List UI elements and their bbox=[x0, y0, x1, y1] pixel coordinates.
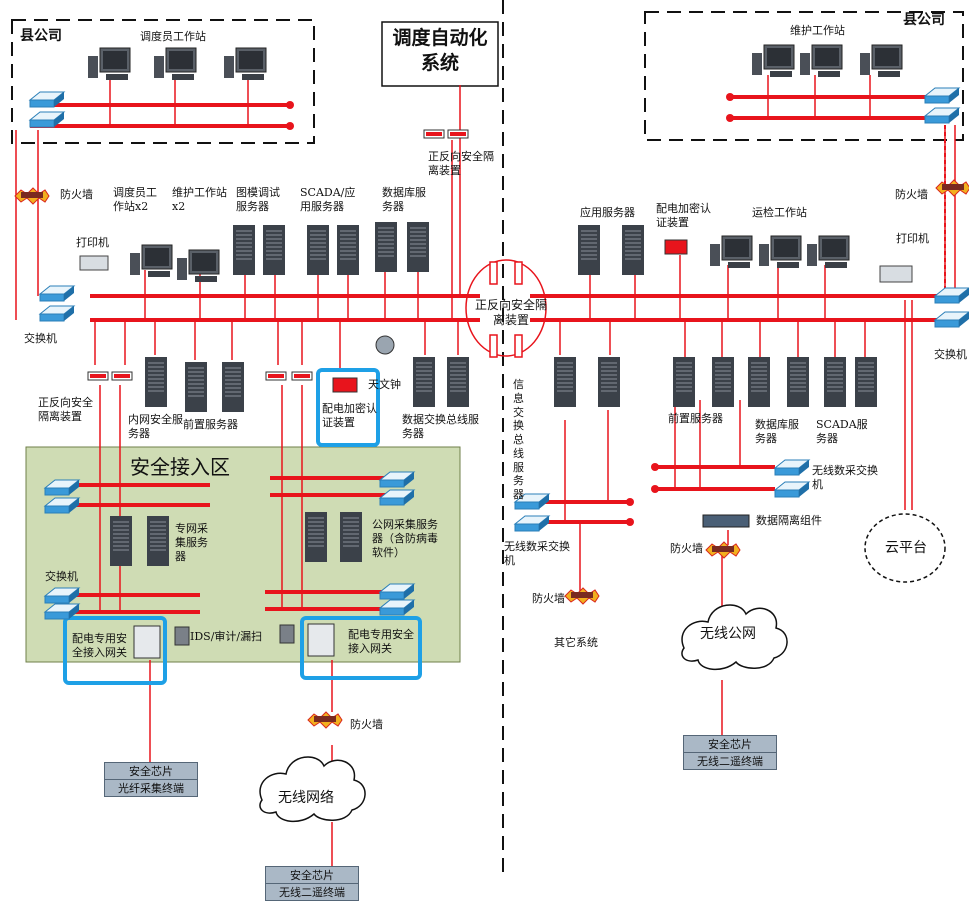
encrypt-left-label: 配电加密认证装置 bbox=[322, 402, 377, 429]
other-sys-label: 其它系统 bbox=[554, 636, 598, 649]
terminal-name: 无线二遥终端 bbox=[684, 752, 776, 769]
isolator-top-label: 正反向安全隔离装置 bbox=[428, 150, 494, 177]
wireless-public-label: 无线公网 bbox=[700, 626, 756, 642]
auto-system-title: 调度自动化系统 bbox=[392, 27, 488, 74]
firewall-label-left: 防火墙 bbox=[60, 188, 93, 201]
firewall-label-right: 防火墙 bbox=[895, 188, 928, 201]
terminal-name: 无线二遥终端 bbox=[266, 883, 358, 900]
county-label-left: 县公司 bbox=[20, 28, 62, 44]
clock-label: 天文钟 bbox=[368, 378, 401, 391]
printers bbox=[79, 255, 913, 283]
ids-device bbox=[174, 626, 190, 646]
encrypt-device-left bbox=[332, 377, 358, 393]
central-isolator-ring bbox=[465, 259, 547, 357]
printer-label-right: 打印机 bbox=[896, 232, 929, 245]
encrypt-device-right bbox=[664, 239, 688, 255]
terminal-wireless-right: 安全芯片 无线二遥终端 bbox=[683, 735, 777, 770]
drops bbox=[15, 75, 956, 866]
wireless-net-label: 无线网络 bbox=[278, 790, 334, 806]
switch-label-right: 交换机 bbox=[934, 348, 967, 361]
private-collect-label: 专网采集服务器 bbox=[175, 522, 208, 563]
dispatcher-ws-label: 调度员工作站 bbox=[140, 30, 206, 43]
gateway-left-label: 配电专用安全接入网关 bbox=[72, 632, 127, 659]
terminal-chip: 安全芯片 bbox=[290, 869, 334, 882]
central-isolator-label: 正反向安全隔离装置 bbox=[474, 298, 547, 327]
maint-ws-label: 维护工作站 bbox=[790, 24, 845, 37]
county-box-left bbox=[11, 19, 315, 144]
info-bus-label: 信息交换总线服务器 bbox=[513, 378, 524, 501]
printer-label-left: 打印机 bbox=[76, 236, 109, 249]
cloud-platform-label: 云平台 bbox=[885, 540, 927, 556]
firewall-label-other: 防火墙 bbox=[532, 592, 565, 605]
zone-title: 安全接入区 bbox=[130, 455, 230, 479]
data-iso-label: 数据隔离组件 bbox=[756, 514, 822, 527]
frontend-label: 前置服务器 bbox=[183, 418, 238, 431]
model-debug-label: 图模调试服务器 bbox=[236, 186, 280, 213]
terminal-fiber: 安全芯片 光纤采集终端 bbox=[104, 762, 198, 797]
switch-label-left: 交换机 bbox=[24, 332, 57, 345]
firewall-label-mid: 防火墙 bbox=[670, 542, 703, 555]
encrypt-right-label: 配电加密认证装置 bbox=[656, 202, 711, 229]
db-right-label: 数据库服务器 bbox=[755, 418, 799, 445]
isolator-left-label: 正反向安全隔离装置 bbox=[38, 396, 93, 423]
dispatcher-x2-label: 调度员工作站x2 bbox=[113, 186, 157, 213]
cloud-platform bbox=[864, 513, 946, 583]
public-collect-label: 公网采集服务器（含防病毒软件） bbox=[372, 518, 438, 559]
intranet-sec-label: 内网安全服务器 bbox=[128, 413, 183, 440]
wireless-public-cloud bbox=[681, 604, 788, 671]
gateway-right-device bbox=[307, 623, 335, 657]
terminal-chip: 安全芯片 bbox=[129, 765, 173, 778]
terminal-name: 光纤采集终端 bbox=[105, 779, 197, 796]
switch-label-zone: 交换机 bbox=[45, 570, 78, 583]
highlight-boxes bbox=[63, 368, 422, 685]
auto-system-box bbox=[381, 21, 499, 87]
county-label-right: 县公司 bbox=[903, 12, 945, 28]
app-server-label: 应用服务器 bbox=[580, 206, 635, 219]
terminal-wireless-bottom: 安全芯片 无线二遥终端 bbox=[265, 866, 359, 901]
firewall-label-bottom: 防火墙 bbox=[350, 718, 383, 731]
wireless-net-cloud bbox=[259, 756, 366, 823]
county-box-right bbox=[644, 11, 964, 141]
clock-dish bbox=[375, 335, 395, 355]
bus-ends bbox=[286, 93, 734, 526]
db-server-label: 数据库服务器 bbox=[382, 186, 426, 213]
gateway-left-device bbox=[133, 625, 161, 659]
maint-x2-label: 维护工作站x2 bbox=[172, 186, 227, 213]
terminal-chip: 安全芯片 bbox=[708, 738, 752, 751]
central-isolators bbox=[489, 261, 523, 358]
ids-label: IDS/审计/漏扫 bbox=[190, 630, 263, 643]
wireless-switch-label: 无线数采交换机 bbox=[812, 464, 878, 491]
wireless-switch-left-label: 无线数采交换机 bbox=[504, 540, 570, 567]
scada-right-label: SCADA服务器 bbox=[816, 418, 868, 445]
data-isolation-component bbox=[702, 514, 750, 528]
data-bus-label: 数据交换总线服务器 bbox=[402, 413, 479, 440]
frontend-right-label: 前置服务器 bbox=[668, 412, 723, 425]
ops-ws-label: 运检工作站 bbox=[752, 206, 807, 219]
gateway-right-label: 配电专用安全接入网关 bbox=[348, 628, 414, 655]
scada-app-label: SCADA/应用服务器 bbox=[300, 186, 356, 213]
ids-device-2 bbox=[279, 624, 295, 644]
